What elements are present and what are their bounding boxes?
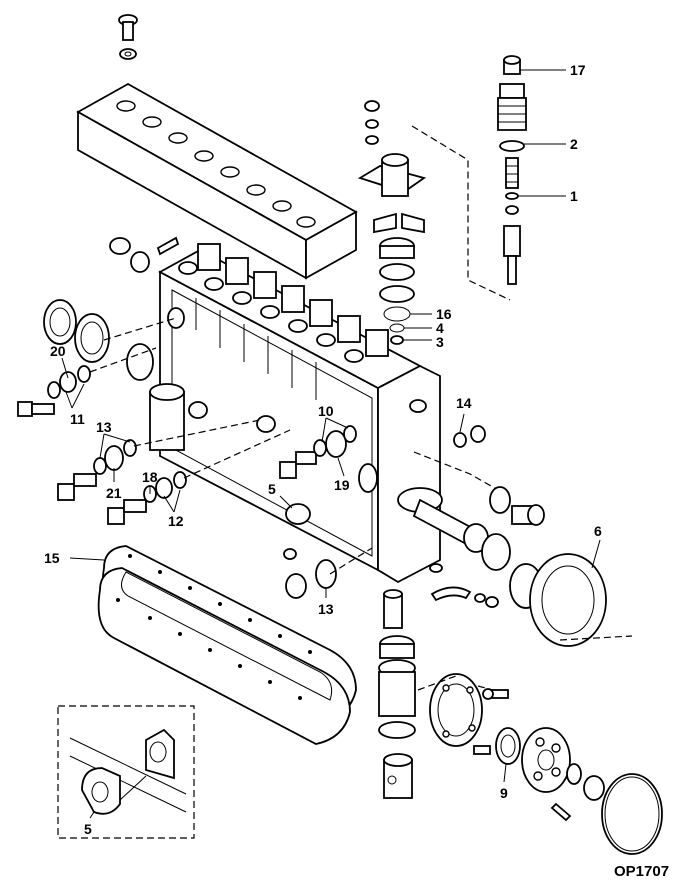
callouts: 17 2 1 16 4 3 20 11 13 21 18 12 10 19 5 … (44, 62, 602, 837)
callout-14: 14 (456, 395, 472, 411)
half-ring-and-bolt (430, 586, 499, 608)
callout-17: 17 (570, 62, 586, 78)
injection-nozzle (497, 55, 527, 285)
callout-2: 2 (570, 136, 578, 152)
callout-3: 3 (436, 334, 444, 350)
camshaft-and-gear (412, 498, 511, 573)
callout-13-upper: 13 (96, 419, 112, 435)
small-bolts-right (473, 688, 509, 755)
callout-16: 16 (436, 306, 452, 322)
left-bolt-20-11 (17, 365, 91, 417)
callout-5-inset: 5 (84, 821, 92, 837)
flange-coupling (521, 727, 605, 822)
nut-mid (256, 415, 276, 433)
callout-9: 9 (500, 785, 508, 801)
callout-20: 20 (50, 343, 66, 359)
nut-left (188, 401, 208, 419)
seal-ring-9 (495, 727, 521, 765)
valve-holders (178, 243, 389, 363)
callout-18: 18 (142, 469, 158, 485)
item-14-nuts (453, 425, 486, 448)
callout-15: 15 (44, 550, 60, 566)
callout-6: 6 (594, 523, 602, 539)
detail-inset (57, 705, 195, 839)
callout-12: 12 (168, 513, 184, 529)
bolt-10-19 (279, 425, 357, 479)
callout-10: 10 (318, 403, 334, 419)
pin-and-bush (109, 236, 180, 273)
callout-21: 21 (106, 485, 122, 501)
callout-19: 19 (334, 477, 350, 493)
drawing-code: OP1707 (614, 863, 669, 880)
top-cover-plate (76, 82, 358, 280)
o-ring-large (601, 773, 663, 855)
plunger-stack (378, 589, 416, 799)
callout-11: 11 (70, 411, 85, 427)
callout-13-lower: 13 (318, 601, 334, 617)
top-screw (118, 14, 138, 60)
left-bearing-bushes (43, 299, 154, 381)
delivery-valve-stack (357, 100, 427, 345)
leader-lines (61, 69, 601, 819)
callout-1: 1 (570, 188, 578, 204)
end-plug-right (489, 486, 545, 526)
callout-5-main: 5 (268, 481, 276, 497)
bearing-cap-6 (509, 553, 607, 647)
callout-4: 4 (436, 320, 444, 336)
base-gasket-15 (97, 545, 357, 745)
plate-5 (285, 503, 311, 525)
cap-and-seal-13 (283, 548, 337, 599)
bolt-13-21 (57, 439, 137, 501)
timer-plate (429, 673, 483, 747)
